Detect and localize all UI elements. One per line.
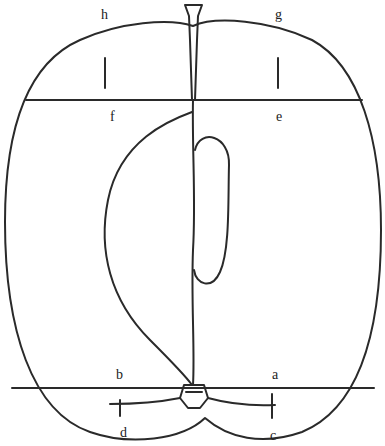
part-label: e [276,110,282,124]
seed [194,137,229,283]
part-label: d [120,426,127,440]
core-loop [105,112,192,385]
stem [185,5,202,100]
core-line [192,100,194,385]
tick [271,394,273,418]
calyx-lines [110,398,275,405]
tick [277,58,279,88]
part-label: g [275,8,282,22]
top-line [26,99,362,101]
part-label: h [101,8,108,22]
part-label: b [116,368,123,382]
part-label: a [272,368,278,382]
bottom-line [12,387,374,389]
part-label: f [110,110,115,124]
tick [119,400,121,416]
part-label: c [270,429,276,443]
apple-outline [5,21,381,440]
tick [104,58,106,88]
